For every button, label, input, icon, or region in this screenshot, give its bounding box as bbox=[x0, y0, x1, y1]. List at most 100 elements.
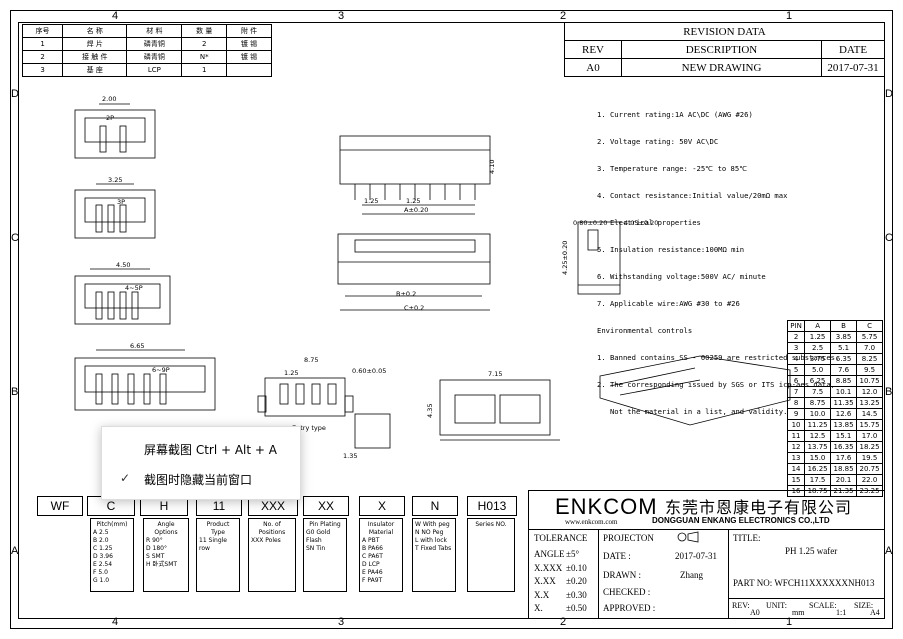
company-name-en: DONGGUAN ENKANG ELECTRONICS CO.,LTD bbox=[652, 516, 830, 525]
pin-cell: 12 bbox=[786, 441, 806, 453]
dim-label: 0.80±0.20 bbox=[573, 219, 607, 227]
title-block bbox=[528, 490, 885, 619]
zone-right-c: C bbox=[885, 232, 893, 244]
approved-label: APPROVED : bbox=[603, 603, 656, 613]
dim-label: 6.65 bbox=[130, 342, 144, 350]
zone-left-b: B bbox=[11, 386, 19, 398]
note-line: 5. Insulation resistance:100MΩ min bbox=[597, 245, 745, 254]
option-line: D LCP bbox=[362, 561, 380, 568]
pin-cell: 5.1 bbox=[830, 342, 858, 354]
bom-cell: 1 bbox=[181, 63, 228, 77]
option-line: N NO Peg bbox=[415, 529, 444, 536]
option-title: Product Type bbox=[206, 521, 230, 536]
dim-label: 7.15 bbox=[488, 370, 502, 378]
menu-item-hide-window[interactable]: 截图时隐藏当前窗口 bbox=[144, 473, 253, 487]
pin-header: PIN bbox=[786, 320, 806, 332]
col-divider bbox=[598, 529, 599, 619]
pin-cell: 6.35 bbox=[830, 353, 858, 365]
angle-value: ±5° bbox=[566, 549, 580, 559]
pin-cell: 20.75 bbox=[856, 463, 883, 475]
pin-cell: 5.0 bbox=[804, 364, 832, 376]
drawing-frame bbox=[10, 10, 893, 629]
tol-value: ±0.20 bbox=[566, 576, 587, 586]
code-box: WF bbox=[37, 496, 83, 516]
pin-cell: 15.0 bbox=[804, 452, 832, 464]
code-box: XX bbox=[303, 496, 349, 516]
revision-title: REVISION DATA bbox=[564, 22, 885, 41]
option-title: Series NO. bbox=[475, 521, 507, 528]
option-line: D 3.96 bbox=[93, 553, 113, 560]
option-line: F 5.0 bbox=[93, 569, 108, 576]
bom-cell bbox=[226, 63, 272, 77]
dim-label: 1.25 bbox=[406, 197, 420, 205]
pin-cell: 8 bbox=[786, 397, 806, 409]
option-line: A PBT bbox=[362, 537, 380, 544]
note-line: Environmental controls bbox=[597, 326, 693, 335]
dim-label: 0.60±0.05 bbox=[352, 367, 386, 375]
pin-cell: 17.5 bbox=[804, 474, 832, 486]
dim-label: 4.05±0.20 bbox=[624, 219, 658, 227]
pin-cell: 13.25 bbox=[856, 397, 883, 409]
size-value: A4 bbox=[870, 608, 880, 617]
revision-header: DATE bbox=[821, 40, 885, 59]
side-view-body bbox=[339, 135, 491, 185]
pin-cell: 15 bbox=[786, 474, 806, 486]
tol-label: X.X bbox=[534, 590, 550, 600]
pin-cell: 19.5 bbox=[856, 452, 883, 464]
zone-left-d: D bbox=[11, 88, 19, 100]
pin-cell: 22.0 bbox=[856, 474, 883, 486]
dim-label: A±0.20 bbox=[404, 206, 428, 214]
company-name-cn: 东莞市恩康电子有限公司 bbox=[665, 498, 853, 517]
menu-item-screenshot[interactable]: 屏幕截图 Ctrl + Alt + A bbox=[144, 443, 277, 457]
dim-label: 4.50 bbox=[116, 261, 130, 269]
projection-label: PROJECTON bbox=[603, 533, 654, 543]
unit-value: mm bbox=[792, 608, 805, 617]
pin-cell: 1.25 bbox=[804, 331, 832, 343]
rev-label: REV: bbox=[732, 601, 750, 610]
connector-4-5p-view bbox=[74, 275, 171, 325]
dim-label: 8.75 bbox=[304, 356, 318, 364]
tol-value: ±0.10 bbox=[566, 563, 587, 573]
note-line: 1. Current rating:1A AC\DC (AWG #26) bbox=[597, 110, 753, 119]
row-divider bbox=[728, 598, 885, 599]
note-line: 7. Applicable wire:AWG #30 to #26 bbox=[597, 299, 740, 308]
pin-cell: 6.25 bbox=[804, 375, 832, 387]
zone-right-b: B bbox=[885, 386, 893, 398]
pin-cell: 7.6 bbox=[830, 364, 858, 376]
pin-cell: 13.75 bbox=[804, 441, 832, 453]
pin-cell: 10.1 bbox=[830, 386, 858, 398]
zone-bottom-1: 1 bbox=[786, 616, 793, 628]
connector-2p-view bbox=[74, 109, 156, 159]
tol-label: X.XXX bbox=[534, 563, 563, 573]
scale-value: 1:1 bbox=[836, 608, 847, 617]
dim-label: Entry type bbox=[292, 424, 326, 432]
zone-bottom-2: 2 bbox=[560, 616, 567, 628]
option-line: XXX Poles bbox=[251, 537, 281, 544]
section-view bbox=[439, 379, 551, 436]
angle-label: ANGLE bbox=[534, 549, 565, 559]
title-value: PH 1.25 wafer bbox=[785, 546, 838, 556]
option-line: S SMT bbox=[146, 553, 165, 560]
option-line: H 卧式SMT bbox=[146, 561, 178, 568]
zone-top-3: 3 bbox=[338, 10, 345, 22]
zone-left-a: A bbox=[11, 545, 19, 557]
zone-top-4: 4 bbox=[112, 10, 119, 22]
pin-cell: 13 bbox=[786, 452, 806, 464]
option-line: T Fixed Tabs bbox=[415, 545, 452, 552]
dim-label: 1.25 bbox=[364, 197, 378, 205]
pin-cell: 15.1 bbox=[830, 430, 858, 442]
pin-cell: 18.75 bbox=[804, 485, 832, 497]
option-line: G0 Gold Flash bbox=[306, 529, 331, 544]
part-number: PART NO: WFCH11XXXXXXNH013 bbox=[733, 578, 875, 588]
